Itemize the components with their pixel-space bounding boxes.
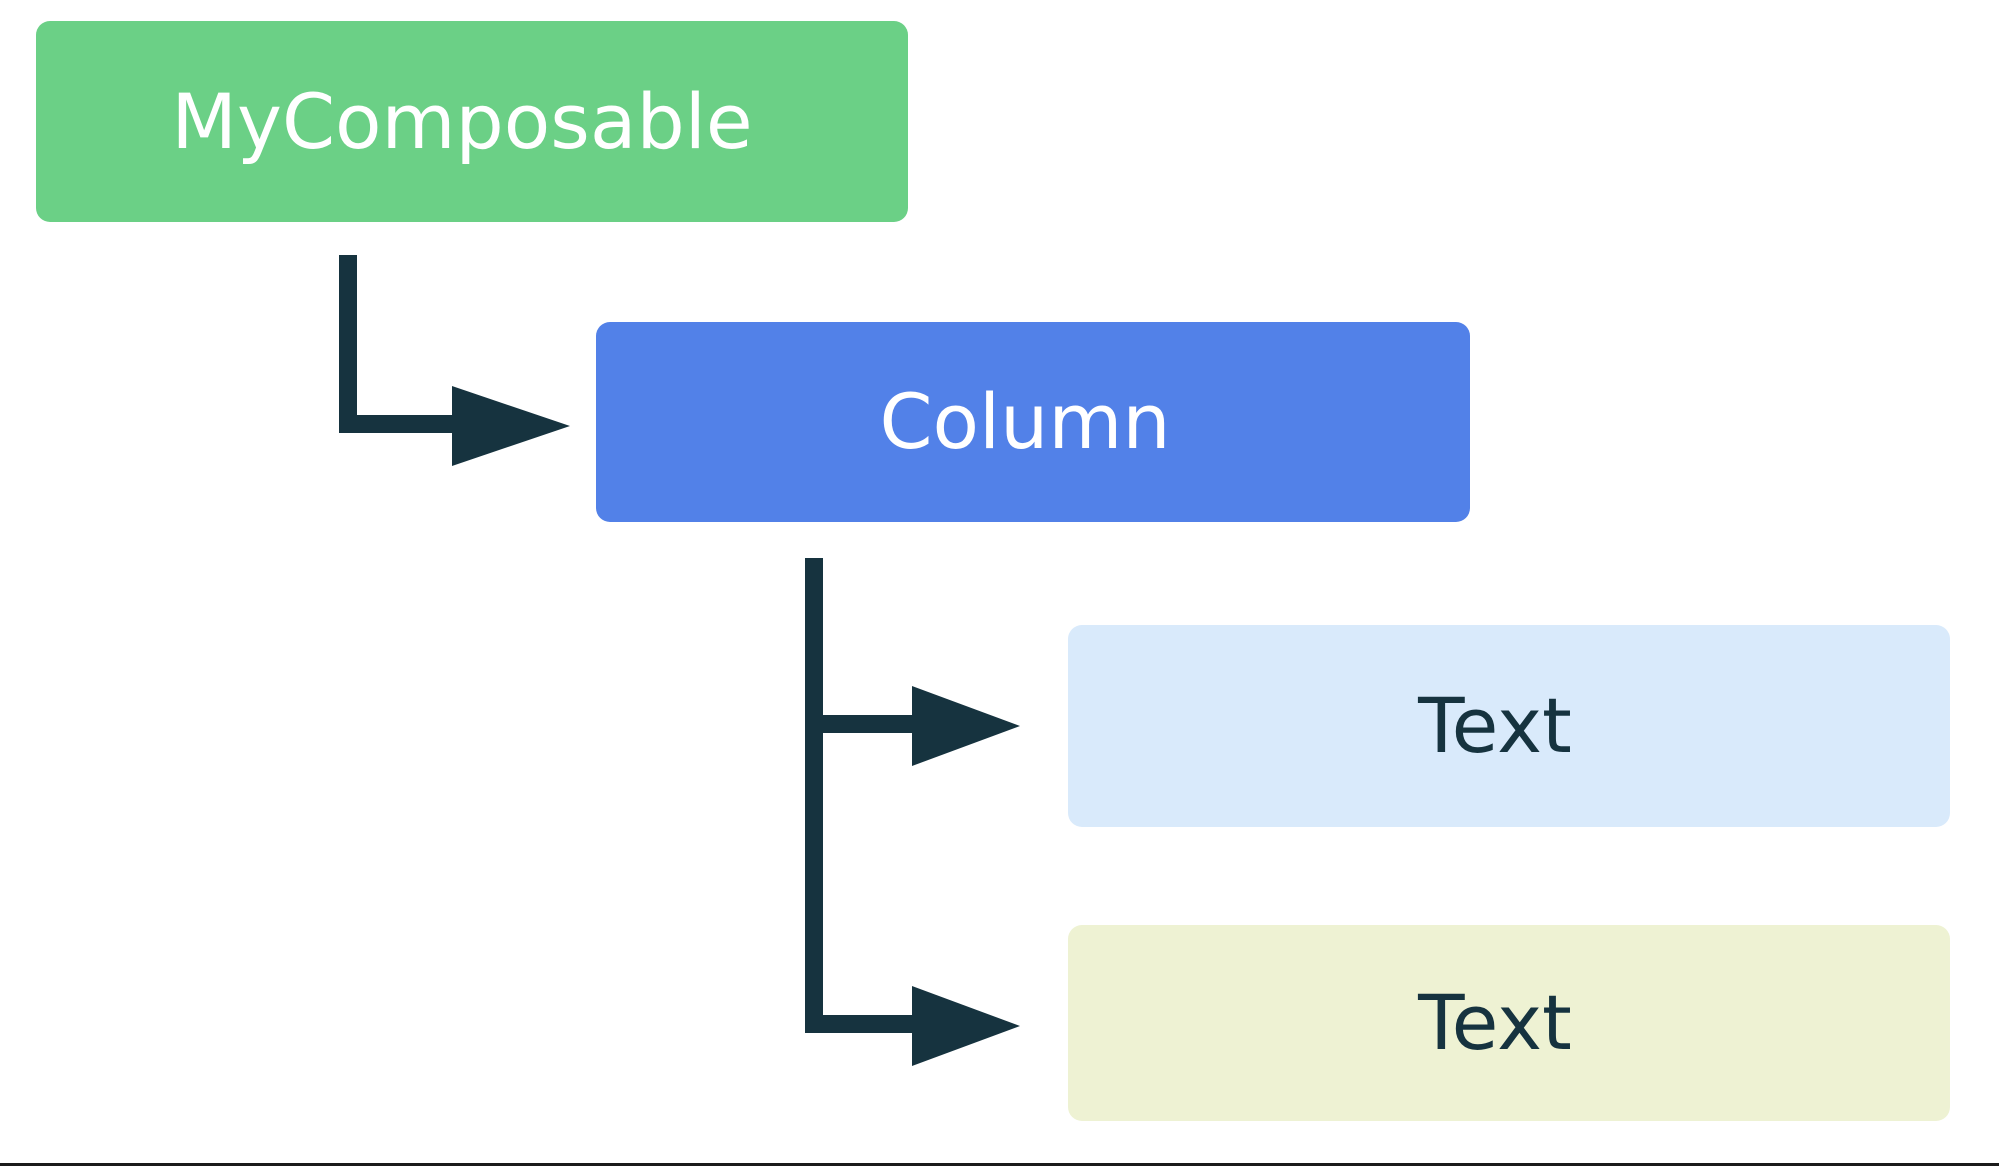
footer-divider bbox=[0, 1163, 1999, 1166]
node-column-label: Column bbox=[879, 377, 1171, 466]
edge-root-to-column bbox=[339, 255, 570, 466]
edge-column-to-text-1 bbox=[808, 686, 1020, 766]
node-text-second[interactable]: Text bbox=[1068, 925, 1950, 1121]
node-text-second-label: Text bbox=[1418, 978, 1572, 1067]
node-text-first-label: Text bbox=[1418, 681, 1572, 770]
node-text-first[interactable]: Text bbox=[1068, 625, 1950, 827]
node-my-composable-label: MyComposable bbox=[171, 76, 753, 166]
edge-column-to-text-2-arrowhead bbox=[912, 986, 1020, 1066]
edge-root-to-column-line bbox=[339, 255, 462, 433]
node-my-composable[interactable]: MyComposable bbox=[36, 21, 908, 222]
edge-column-to-text-2 bbox=[808, 986, 1020, 1066]
edge-root-to-column-arrowhead bbox=[452, 386, 570, 466]
edge-column-to-text-1-arrowhead bbox=[912, 686, 1020, 766]
node-column[interactable]: Column bbox=[596, 322, 1470, 522]
